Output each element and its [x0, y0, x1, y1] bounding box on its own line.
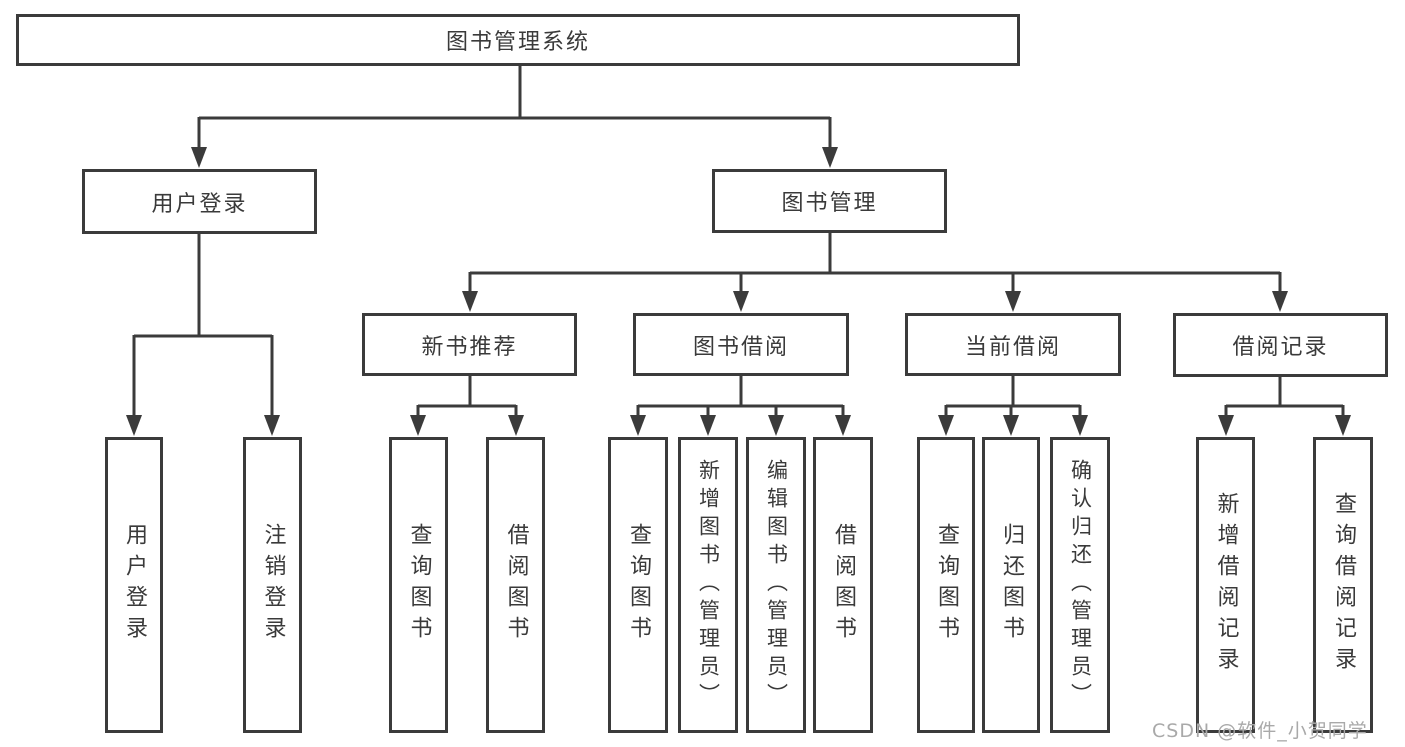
leaf-edit-book-admin: 编辑图书（管理员）: [746, 437, 806, 733]
node-label: 图书管理: [781, 191, 878, 216]
leaf-query-books-1: 查询图书: [389, 437, 448, 733]
leaf-label: 查询图书: [406, 523, 432, 647]
leaf-label: 新增借阅记录: [1213, 492, 1239, 678]
leaf-label: 用户登录: [122, 523, 147, 647]
node-user-login: 用户登录: [82, 169, 317, 234]
arrowheads: [126, 147, 1351, 436]
node-borrow-records: 借阅记录: [1173, 313, 1388, 377]
node-book-management: 图书管理: [712, 169, 947, 233]
leaf-logout: 注销登录: [243, 437, 302, 733]
leaf-label: 新增图书（管理员）: [696, 459, 721, 711]
leaf-borrow-books-1: 借阅图书: [486, 437, 545, 733]
node-book-borrow: 图书借阅: [633, 313, 849, 376]
leaf-add-borrow-record: 新增借阅记录: [1196, 437, 1255, 733]
leaf-query-borrow-record: 查询借阅记录: [1313, 437, 1373, 733]
leaf-add-book-admin: 新增图书（管理员）: [678, 437, 738, 733]
leaf-query-books-3: 查询图书: [917, 437, 975, 733]
node-label: 新书推荐: [421, 334, 518, 360]
leaf-label: 借阅图书: [831, 523, 856, 647]
node-label: 图书管理系统: [445, 30, 590, 55]
node-new-book-recommend: 新书推荐: [362, 313, 577, 376]
node-label: 当前借阅: [964, 334, 1061, 360]
leaf-confirm-return-admin: 确认归还（管理员）: [1050, 437, 1110, 733]
leaf-label: 确认归还（管理员）: [1068, 459, 1093, 711]
leaf-label: 编辑图书（管理员）: [764, 459, 789, 711]
leaf-label: 借阅图书: [503, 523, 529, 647]
leaf-borrow-books-2: 借阅图书: [813, 437, 873, 733]
leaf-label: 归还图书: [999, 523, 1024, 647]
node-root: 图书管理系统: [16, 14, 1020, 66]
leaf-return-books: 归还图书: [982, 437, 1040, 733]
node-label: 借阅记录: [1232, 335, 1329, 360]
leaf-label: 查询借阅记录: [1331, 492, 1356, 678]
node-label: 用户登录: [151, 191, 248, 217]
leaf-label: 注销登录: [260, 523, 286, 647]
leaf-label: 查询图书: [934, 523, 959, 647]
node-label: 图书借阅: [692, 334, 789, 360]
leaf-query-books-2: 查询图书: [608, 437, 668, 733]
node-current-borrow: 当前借阅: [905, 313, 1121, 376]
leaf-user-login: 用户登录: [105, 437, 163, 733]
leaf-label: 查询图书: [626, 523, 651, 647]
csdn-watermark: CSDN @软件_小贺同学: [1152, 720, 1368, 742]
